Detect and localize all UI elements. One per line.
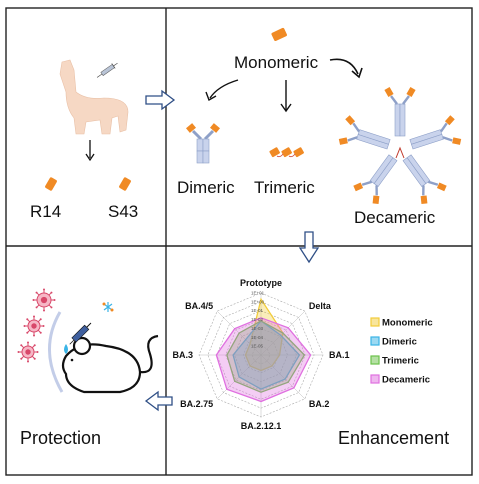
- alpaca-illustration: [59, 59, 129, 135]
- radar-axis-label: BA.4/5: [185, 301, 213, 311]
- pentamer-arm: [409, 115, 462, 150]
- syringe-icon: [69, 322, 92, 345]
- radar-axis-label: BA.1: [329, 350, 350, 360]
- virus-icon: [17, 288, 56, 363]
- trimeric-label: Trimeric: [254, 178, 315, 197]
- legend-swatch: [370, 374, 380, 384]
- pentamer-arm: [384, 87, 416, 137]
- pentamer-arm: [338, 115, 391, 150]
- radar-axis-label: BA.3: [172, 350, 193, 360]
- legend-label: Dimeric: [382, 337, 417, 348]
- monomeric-label: Monomeric: [234, 53, 319, 72]
- radar-axis-label: Delta: [309, 301, 332, 311]
- droplet-icon: [64, 344, 68, 354]
- radar-axis-label: BA.2: [309, 399, 330, 409]
- nanobody-s43-icon: [119, 177, 131, 191]
- radar-series-decameric: [215, 317, 312, 403]
- legend-swatch: [370, 336, 380, 346]
- radar-tick-label: 1E-02: [251, 317, 264, 322]
- radar-tick-label: 1E+00: [251, 299, 265, 304]
- radar-axis-label: Prototype: [240, 278, 282, 288]
- j-chain: [395, 146, 405, 159]
- trimeric-nanobody-icon: [269, 147, 304, 158]
- hollow-arrow-left-icon: [144, 390, 173, 412]
- radar-chart: 1E-05 1E-04 1E-03 1E-02 1E-01 1E+00 1E+01 Proto…: [172, 278, 349, 431]
- decameric-label: Decameric: [354, 208, 436, 227]
- legend-label: Trimeric: [382, 356, 419, 367]
- monomer-icon: [271, 27, 287, 41]
- radar-axis-label: BA.2.75: [180, 399, 213, 409]
- radar-spoke: [260, 354, 306, 400]
- radar-grid-ring: [216, 310, 306, 400]
- radar-tick-label: 1E+01: [251, 291, 265, 296]
- radar-series-trimeric: [226, 320, 306, 393]
- syringe-icon: [96, 62, 118, 78]
- pentamer-arm: [353, 154, 398, 205]
- arrow-curved-right-icon: [329, 58, 363, 79]
- clone-r14-label: R14: [30, 202, 61, 221]
- legend-label: Decameric: [382, 375, 430, 386]
- mouse-illustration: [61, 334, 159, 394]
- virus-icon: [32, 288, 56, 312]
- protection-shield-arc: [48, 311, 64, 393]
- decameric-antibody-icon: [338, 87, 462, 205]
- virus-icon: [17, 341, 39, 363]
- nanobody-r14-icon: [45, 177, 57, 191]
- arrow-down-icon: [85, 140, 95, 162]
- pentamer-arm: [402, 154, 447, 205]
- radar-tick-label: 1E-05: [251, 344, 264, 349]
- arrow-down-icon: [280, 80, 292, 113]
- protection-label: Protection: [20, 428, 101, 448]
- dimeric-label: Dimeric: [177, 178, 235, 197]
- legend-label: Monomeric: [382, 318, 433, 329]
- enhancement-label: Enhancement: [338, 428, 449, 448]
- dimeric-antibody-icon: [186, 123, 220, 164]
- clone-s43-label: S43: [108, 202, 138, 221]
- radar-tick-label: 1E-03: [251, 326, 264, 331]
- radar-tick-label: 1E-01: [251, 308, 264, 313]
- antibody-small-icon: [102, 302, 114, 312]
- arrow-curved-left-icon: [205, 79, 239, 102]
- hollow-arrow-down-icon: [298, 231, 320, 264]
- legend-swatch: [370, 317, 380, 327]
- panel-frame: [5, 7, 473, 476]
- hollow-arrow-right-icon: [145, 89, 176, 111]
- radar-grid-ring: [225, 319, 297, 391]
- virus-icon: [23, 315, 45, 337]
- radar-axis-label: BA.2.12.1: [241, 421, 282, 431]
- radar-series-monomeric: [244, 297, 284, 372]
- radar-tick-label: 1E-04: [251, 335, 264, 340]
- legend-swatch: [370, 355, 380, 365]
- radar-series-dimeric: [232, 320, 301, 390]
